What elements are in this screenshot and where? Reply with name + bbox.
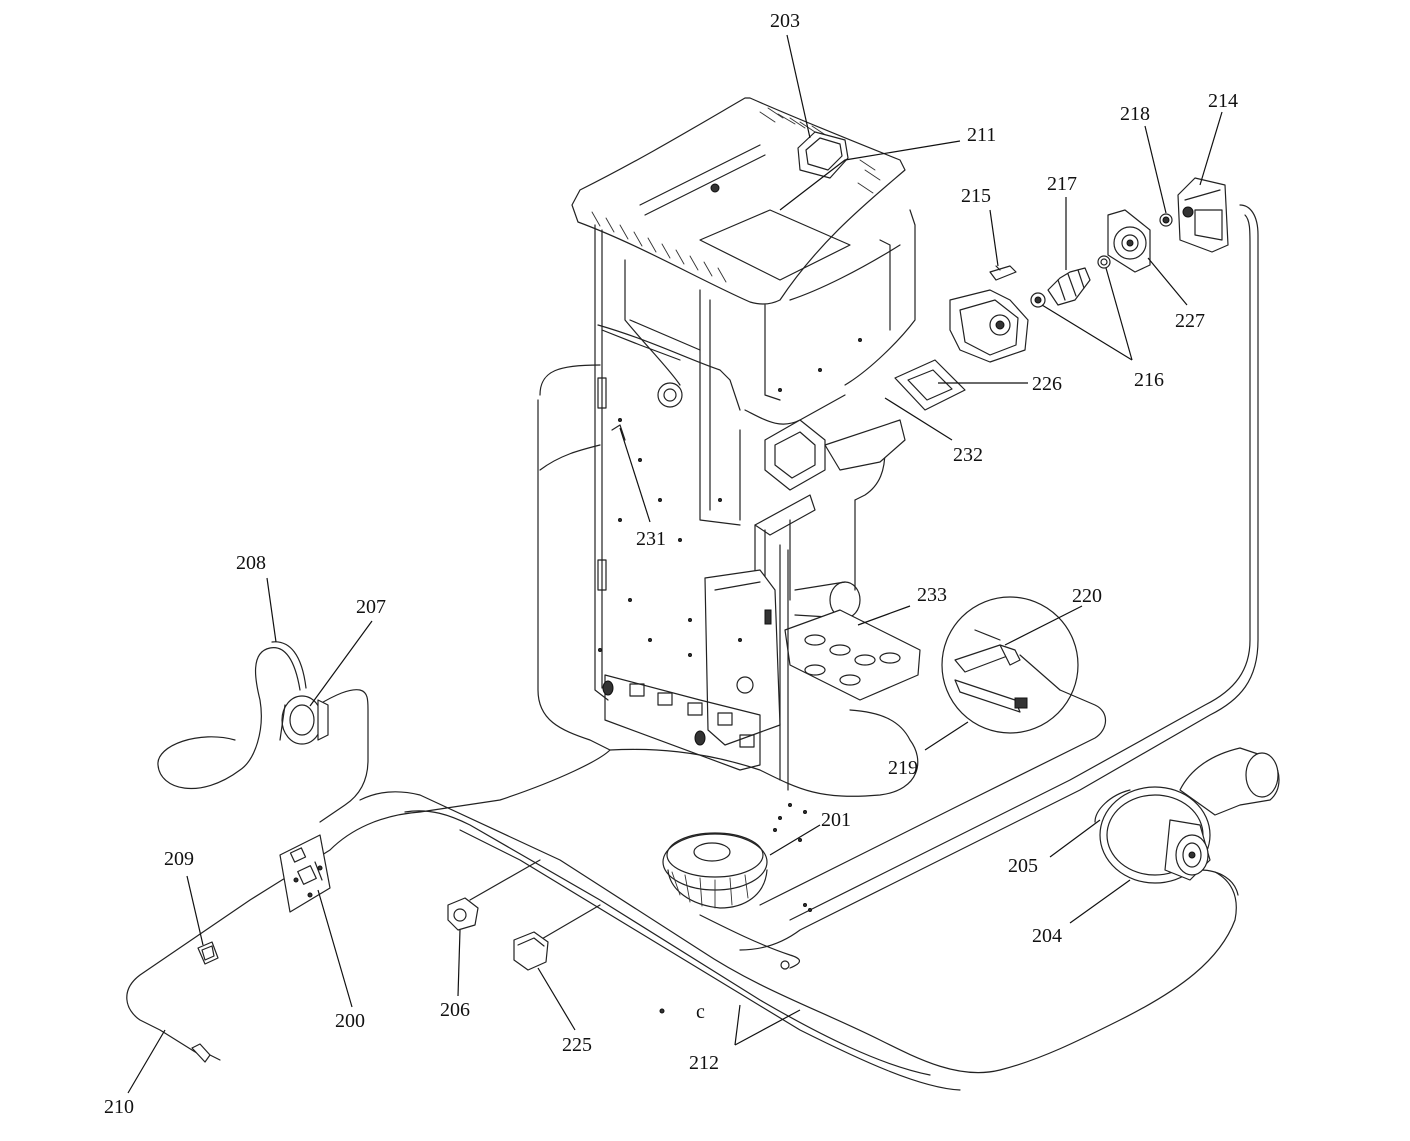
label-200: 200 [335,1010,365,1032]
stove-body [571,97,921,791]
label-203: 203 [770,10,800,32]
exhaust-blower [1094,747,1280,884]
power-cord-plug [191,1043,221,1063]
label-219: 219 [888,757,918,779]
part-labels: 203 211 218 214 217 215 227 216 226 232 … [104,10,1238,1118]
label-226: 226 [1032,373,1062,395]
label-205: 205 [1008,855,1038,877]
label-204: 204 [1032,925,1062,947]
wiring-harness [126,204,1259,1091]
label-220: 220 [1072,585,1102,607]
control-board [279,834,331,913]
relay-206 [447,897,479,931]
leader-lines [127,34,1223,1094]
label-215: 215 [961,185,991,207]
label-212: 212 [689,1052,719,1074]
label-233: 233 [917,584,947,606]
label-210: 210 [104,1096,134,1118]
label-208: 208 [236,552,266,574]
label-214: 214 [1208,90,1238,112]
auger-feed-assembly [894,177,1229,411]
label-227: 227 [1175,310,1205,332]
relay-225: c [513,931,705,1023]
label-211: 211 [967,124,996,146]
label-232: 232 [953,444,983,466]
power-switch [197,941,219,965]
svg-text:c: c [696,1001,705,1023]
label-201: 201 [821,809,851,831]
label-225: 225 [562,1034,592,1056]
label-231: 231 [636,528,666,550]
label-209: 209 [164,848,194,870]
label-206: 206 [440,999,470,1021]
label-207: 207 [356,596,386,618]
convection-fan [662,803,812,912]
label-216: 216 [1134,369,1164,391]
label-217: 217 [1047,173,1077,195]
label-218: 218 [1120,103,1150,125]
igniter-detail [941,596,1079,734]
pressure-switch-assembly [157,641,329,790]
